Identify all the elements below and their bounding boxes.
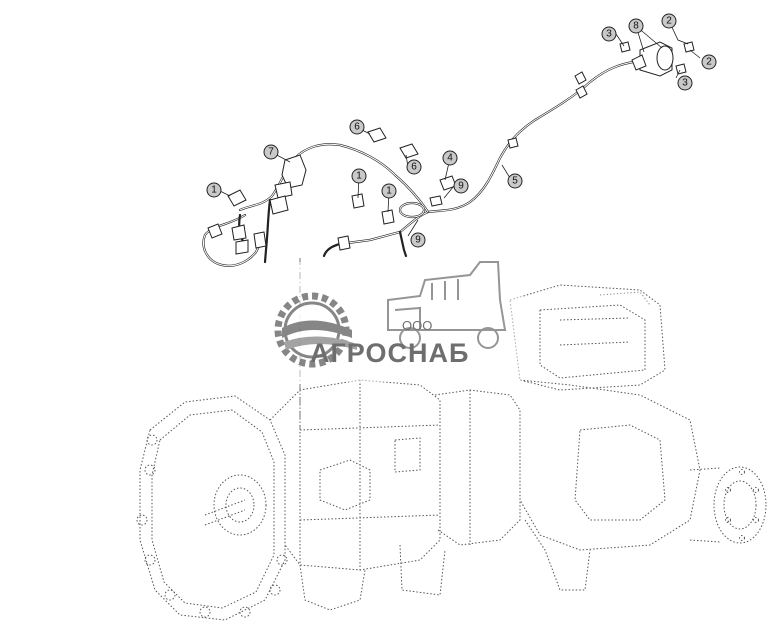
callout-5: 5 [507, 173, 523, 189]
callout-9: 9 [453, 178, 469, 194]
harvester-icon [387, 261, 507, 349]
callout-9: 9 [410, 232, 426, 248]
left-connector-block [207, 154, 307, 255]
callout-8: 8 [628, 18, 644, 34]
rear-connector [631, 41, 674, 77]
svg-text:6: 6 [354, 122, 360, 133]
callout-6: 6 [349, 119, 365, 135]
svg-text:7: 7 [268, 147, 274, 158]
watermark-prefix: ООО [402, 318, 432, 333]
wiring-harness [202, 41, 695, 267]
callout-6: 6 [406, 159, 422, 175]
callout-2: 2 [701, 54, 717, 70]
gear-icon [274, 292, 357, 368]
callout-4: 4 [442, 150, 458, 166]
svg-text:1: 1 [386, 186, 392, 197]
svg-text:1: 1 [211, 185, 217, 196]
watermark-logo: ООО АГРОСНАБ [268, 261, 523, 382]
callout-2: 2 [661, 13, 677, 29]
callout-3: 3 [677, 75, 693, 91]
svg-text:1: 1 [356, 171, 362, 182]
svg-text:9: 9 [415, 235, 421, 246]
svg-text:5: 5 [512, 176, 518, 187]
leader-lines [217, 20, 701, 237]
svg-text:8: 8 [633, 21, 639, 32]
callout-3: 3 [601, 26, 617, 42]
watermark-brand: АГРОСНАБ [310, 338, 469, 368]
callout-1: 1 [381, 183, 397, 199]
transmission-housing [136, 258, 767, 621]
svg-text:3: 3 [606, 29, 612, 40]
svg-text:9: 9 [458, 181, 464, 192]
callouts: 1 1 1 2 2 3 3 4 5 6 6 7 8 9 9 [206, 13, 717, 248]
callout-1: 1 [206, 182, 222, 198]
svg-text:6: 6 [411, 162, 417, 173]
svg-text:4: 4 [447, 153, 453, 164]
svg-text:3: 3 [682, 78, 688, 89]
svg-text:2: 2 [706, 57, 712, 68]
callout-1: 1 [351, 168, 367, 184]
svg-text:2: 2 [666, 16, 672, 27]
callout-7: 7 [263, 144, 279, 160]
